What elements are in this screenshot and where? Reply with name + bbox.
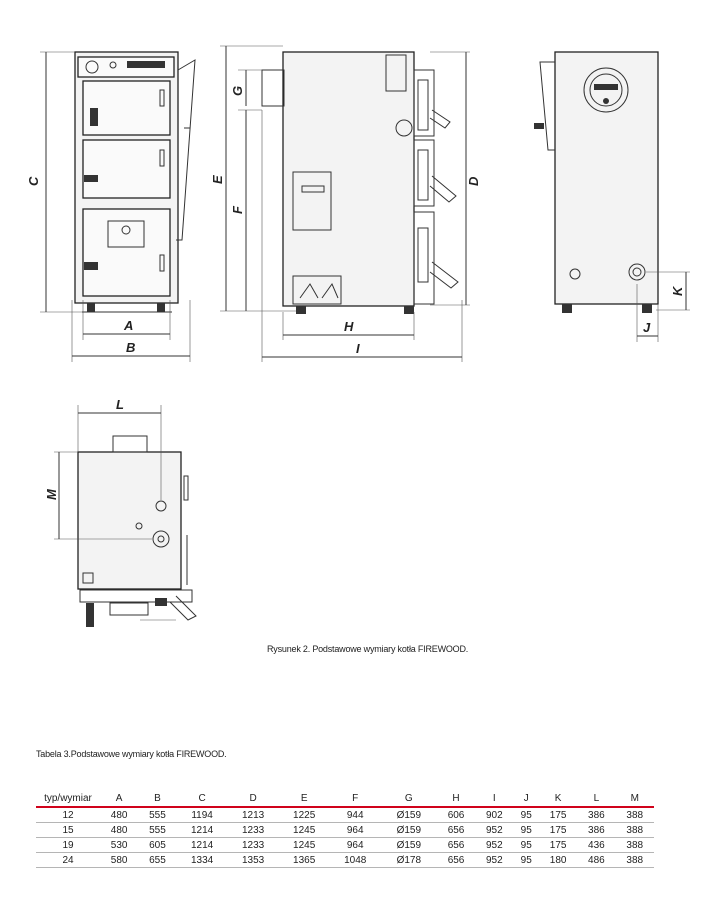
table-header-row: typ/wymiar A B C D E F G H I J K L M [36,791,654,808]
svg-text:D: D [466,176,481,186]
table-cell: 964 [329,837,381,853]
table-cell: 24 [36,852,100,868]
table-cell: 1353 [227,852,279,868]
table-cell: 656 [436,852,476,868]
table-cell: 964 [329,822,381,838]
svg-text:H: H [344,319,354,334]
svg-text:I: I [356,341,360,356]
table-cell: Ø159 [380,837,437,853]
technical-drawing: A B C [26,45,690,627]
table-cell: Ø159 [380,807,437,823]
table-row: 24 580 655 1334 1353 1365 1048 Ø178 656 … [36,852,654,868]
header-cell: L [577,791,616,808]
rear-view: K J [534,51,690,342]
header-cell: B [138,791,177,808]
table-cell: 952 [475,822,514,838]
table-cell: 175 [538,807,578,823]
table-cell: Ø178 [380,852,437,868]
table-cell: 95 [513,852,539,868]
header-cell: K [538,791,578,808]
svg-text:K: K [670,285,685,296]
table-cell: 944 [329,807,381,823]
table-cell: 12 [36,807,100,823]
header-cell: E [278,791,330,808]
svg-text:M: M [44,488,59,500]
table-row: 15 480 555 1214 1233 1245 964 Ø159 656 9… [36,822,654,838]
table-cell: 388 [615,852,654,868]
svg-text:G: G [230,86,245,96]
header-cell: H [436,791,476,808]
header-cell: D [227,791,279,808]
figure-caption: Rysunek 2. Podstawowe wymiary kotła FIRE… [267,644,469,654]
table-cell: 480 [100,807,139,823]
table-cell: 1233 [227,837,279,853]
table-cell: 605 [138,837,177,853]
table-cell: 952 [475,837,514,853]
table-cell: Ø159 [380,822,437,838]
table-cell: 180 [538,852,578,868]
header-cell: F [329,791,381,808]
dimensions-table: typ/wymiar A B C D E F G H I J K L M 12 … [36,791,654,868]
table-cell: 95 [513,822,539,838]
table-cell: 530 [100,837,139,853]
svg-text:E: E [210,175,225,184]
table-cell: 386 [577,822,616,838]
header-cell: A [100,791,139,808]
table-cell: 656 [436,837,476,853]
table-cell: 555 [138,807,177,823]
table-cell: 1214 [176,837,228,853]
table-cell: 436 [577,837,616,853]
table-cell: 95 [513,837,539,853]
table-cell: 388 [615,807,654,823]
svg-text:C: C [26,176,41,186]
table-cell: 606 [436,807,476,823]
table-cell: 486 [577,852,616,868]
header-cell: typ/wymiar [36,791,100,808]
table-cell: 480 [100,822,139,838]
table-cell: 175 [538,822,578,838]
table-row: 12 480 555 1194 1213 1225 944 Ø159 606 9… [36,807,654,823]
header-cell: C [176,791,228,808]
table-cell: 1214 [176,822,228,838]
header-cell: M [615,791,654,808]
svg-text:B: B [126,340,135,355]
front-view: A B C [26,51,196,362]
table-cell: 1194 [176,807,228,823]
side-view: D E F G H I [210,45,481,362]
table-cell: 175 [538,837,578,853]
table-cell: 952 [475,852,514,868]
svg-text:F: F [230,205,245,214]
svg-text:J: J [643,320,651,335]
table-cell: 1048 [329,852,381,868]
table-cell: 15 [36,822,100,838]
table-cell: 1365 [278,852,330,868]
table-cell: 386 [577,807,616,823]
header-cell: G [380,791,437,808]
table-cell: 1225 [278,807,330,823]
table-row: 19 530 605 1214 1233 1245 964 Ø159 656 9… [36,837,654,853]
top-view: L M [44,397,197,627]
table-cell: 1245 [278,837,330,853]
table-cell: 656 [436,822,476,838]
table-cell: 580 [100,852,139,868]
header-cell: J [513,791,539,808]
table-cell: 388 [615,822,654,838]
table-cell: 902 [475,807,514,823]
table-cell: 1233 [227,822,279,838]
svg-text:A: A [123,318,133,333]
table-cell: 388 [615,837,654,853]
header-cell: I [475,791,514,808]
table-cell: 655 [138,852,177,868]
table-cell: 1334 [176,852,228,868]
table-cell: 95 [513,807,539,823]
table-cell: 555 [138,822,177,838]
svg-text:L: L [116,397,124,412]
table-cell: 19 [36,837,100,853]
table-caption: Tabela 3.Podstawowe wymiary kotła FIREWO… [36,749,227,759]
table-cell: 1245 [278,822,330,838]
table-cell: 1213 [227,807,279,823]
